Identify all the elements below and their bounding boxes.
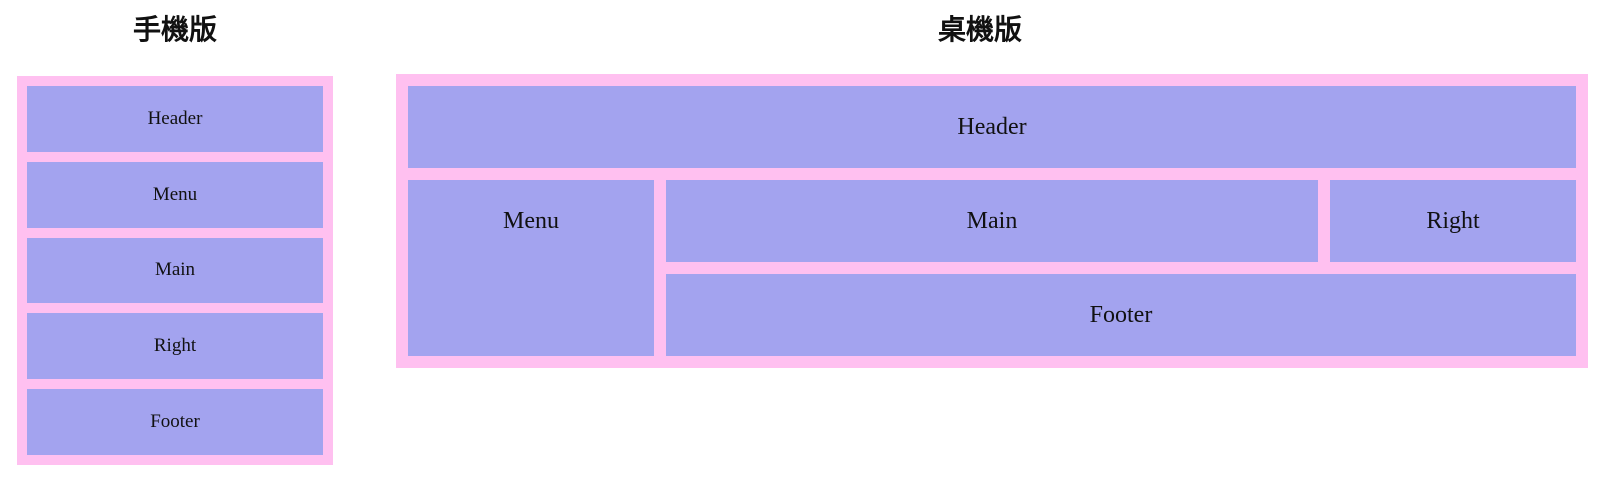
mobile-header-block: Header (27, 86, 323, 152)
mobile-main-block: Main (27, 237, 323, 304)
mobile-layout-frame: Header Menu Main Right Footer (17, 76, 333, 465)
desktop-header-block: Header (408, 86, 1576, 168)
desktop-menu-block: Menu (408, 180, 654, 356)
desktop-right-block: Right (1330, 180, 1576, 262)
desktop-main-block: Main (666, 180, 1318, 262)
mobile-layout-title: 手機版 (132, 13, 217, 46)
mobile-footer-block: Footer (27, 389, 323, 455)
mobile-menu-block: Menu (27, 161, 323, 228)
desktop-layout-title: 桌機版 (937, 13, 1022, 46)
desktop-footer-block: Footer (666, 274, 1576, 356)
mobile-right-block: Right (27, 313, 323, 380)
desktop-layout-frame: Header Menu Main Right Footer (396, 74, 1588, 368)
